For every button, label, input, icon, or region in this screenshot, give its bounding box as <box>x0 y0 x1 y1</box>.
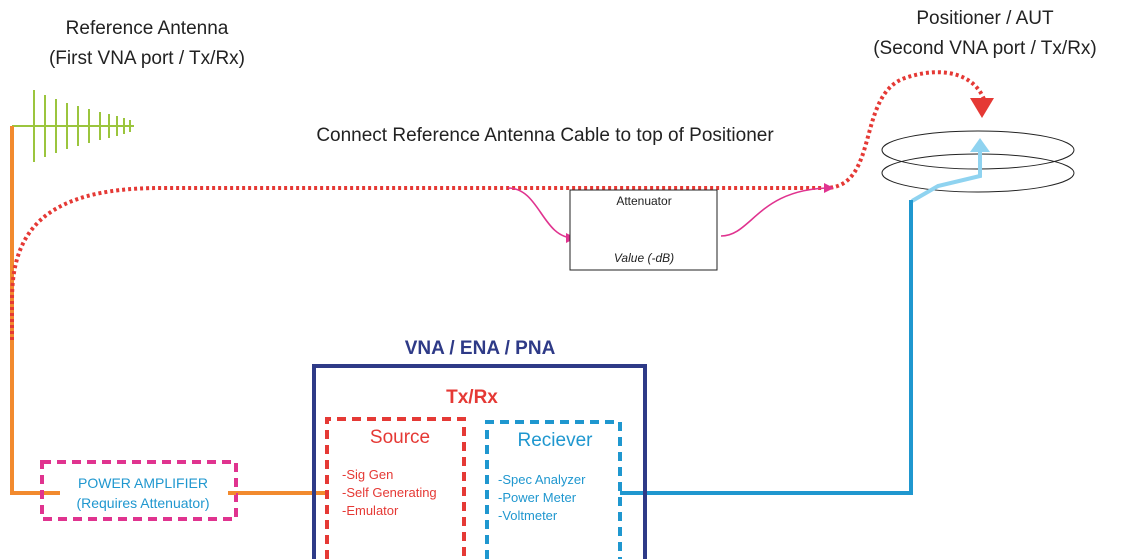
source-box <box>325 417 466 559</box>
power-amplifier-line2: (Requires Attenuator) <box>76 495 209 511</box>
vna-title: VNA / ENA / PNA <box>405 338 556 359</box>
source-title: Source <box>370 427 430 448</box>
red-dotted-cable <box>10 70 987 340</box>
vna-box <box>312 364 647 559</box>
attenuator-input-curve <box>507 187 576 243</box>
power-amplifier-line1: POWER AMPLIFIER <box>78 475 208 491</box>
antenna-icon <box>12 90 134 162</box>
positioner-subtitle: (Second VNA port / Tx/Rx) <box>873 38 1097 59</box>
red-arrow-head <box>970 98 994 118</box>
power-amplifier-text-bg <box>60 475 228 511</box>
aut-arrow-head <box>970 138 990 152</box>
positioner-title: Positioner / AUT <box>916 8 1054 29</box>
aut-arrow-shaft <box>911 150 982 203</box>
orange-cable <box>10 126 326 495</box>
attenuator-value: Value (-dB) <box>614 251 674 265</box>
receiver-item: -Power Meter <box>498 490 577 505</box>
vna-txrx-label: Tx/Rx <box>446 387 498 408</box>
source-item: -Emulator <box>342 503 399 518</box>
attenuator-box <box>569 189 718 271</box>
reference-antenna-title: Reference Antenna <box>66 18 229 39</box>
receiver-item: -Voltmeter <box>498 508 558 523</box>
receiver-box <box>485 420 622 559</box>
attenuator-label: Attenuator <box>616 194 671 208</box>
source-item: -Sig Gen <box>342 467 393 482</box>
instruction-text: Connect Reference Antenna Cable to top o… <box>316 125 774 146</box>
reference-antenna-subtitle: (First VNA port / Tx/Rx) <box>49 48 245 69</box>
blue-cable <box>620 200 913 495</box>
receiver-item: -Spec Analyzer <box>498 472 586 487</box>
source-item: -Self Generating <box>342 485 437 500</box>
attenuator-output-curve <box>720 183 834 237</box>
receiver-title: Reciever <box>518 430 594 451</box>
